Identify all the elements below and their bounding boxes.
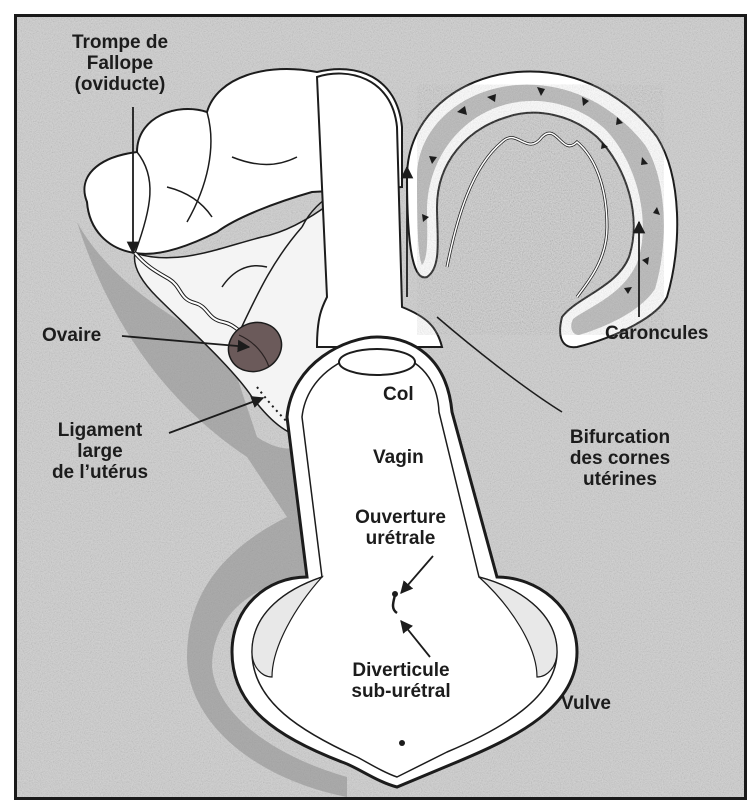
label-vagin: Vagin [373,447,424,468]
label-bifurcation: Bifurcation des cornes utérines [545,427,695,490]
label-vulve: Vulve [561,693,611,714]
cervix [339,349,415,375]
label-ligament: Ligament large de l’utérus [35,420,165,483]
label-diverticule: Diverticule sub-urétral [331,660,471,702]
diagram-frame: Trompe de Fallope (oviducte) Ovaire Liga… [14,14,747,800]
label-caroncules: Caroncules [605,323,708,344]
label-ovaire: Ovaire [42,325,101,346]
label-trompe: Trompe de Fallope (oviducte) [45,32,195,95]
label-ouverture: Ouverture urétrale [333,507,468,549]
label-col: Col [383,384,414,405]
